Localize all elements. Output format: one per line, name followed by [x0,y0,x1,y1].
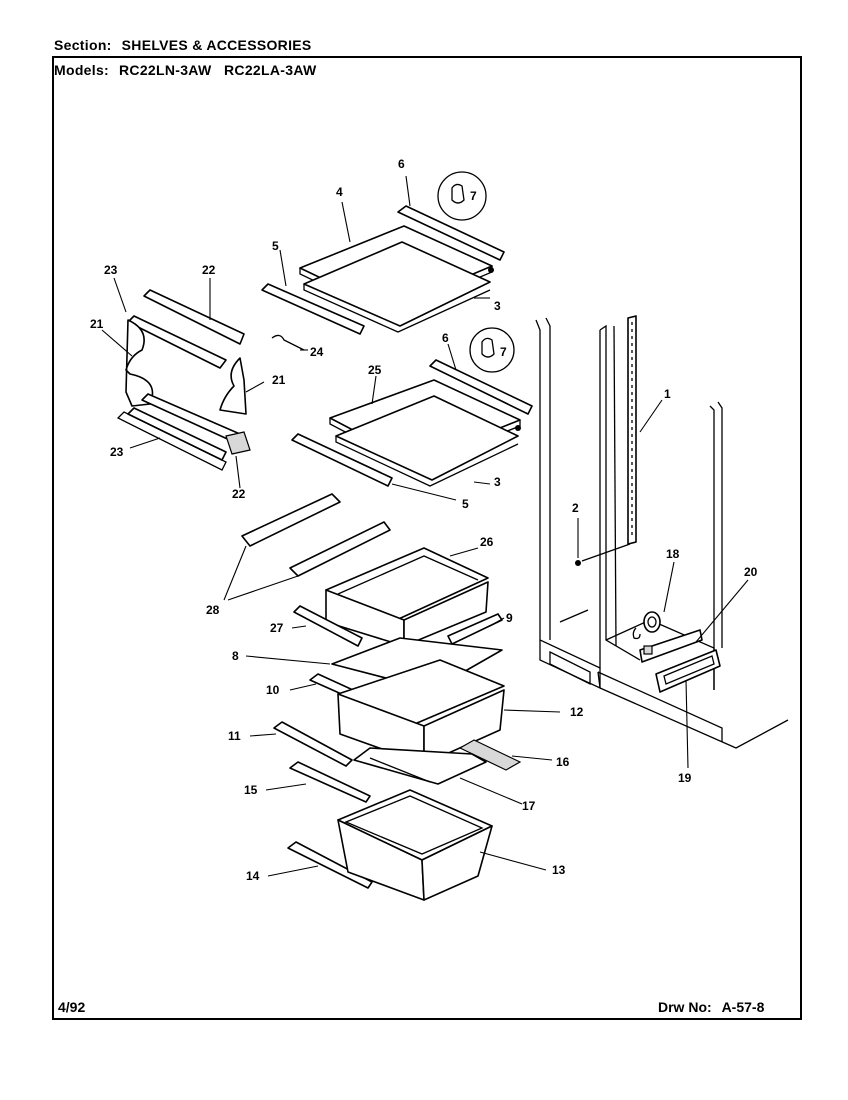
models-heading: Models: RC22LN-3AW RC22LA-3AW [54,62,316,78]
callout-23-top: 23 [104,263,118,277]
drawer-slides [353,739,522,785]
models-value: RC22LN-3AW RC22LA-3AW [119,62,317,78]
section-heading: Section: SHELVES & ACCESSORIES [54,37,312,53]
middle-shelf-front-trim [291,433,393,487]
callout-3-middle: 3 [494,475,501,489]
door-bin-assembly [116,289,251,471]
callout-9: 9 [506,611,513,625]
callout-20: 20 [744,565,758,579]
crisper-rail-left [293,605,363,647]
callout-12: 12 [570,705,584,719]
shelf-ladder-rail [627,315,637,545]
rail-11 [273,721,353,767]
control-knob [632,611,661,640]
callout-13: 13 [552,863,566,877]
callout-7-middle: 7 [500,345,507,359]
models-label: Models: [54,62,109,78]
callout-21-right: 21 [272,373,286,387]
top-shelf [299,225,494,333]
callout-16: 16 [556,755,570,769]
callout-4: 4 [336,185,343,199]
callout-22-bottom: 22 [232,487,246,501]
callout-27: 27 [270,621,284,635]
upper-crisper-drawer [325,547,489,647]
callout-6-middle: 6 [442,331,449,345]
lower-crisper-drawer [337,659,505,765]
callout-1: 1 [664,387,671,401]
callout-8: 8 [232,649,239,663]
drawing-number: A-57-8 [721,999,765,1015]
callout-23-bottom: 23 [110,445,124,459]
retainer-icon-top [437,171,487,221]
top-shelf-front-trim [261,283,365,335]
callout-14: 14 [246,869,260,883]
crisper-cover-rails [241,493,391,577]
callout-19: 19 [678,771,692,785]
callout-3-top: 3 [494,299,501,313]
callout-2: 2 [572,501,579,515]
callout-25: 25 [368,363,382,377]
callout-18: 18 [666,547,680,561]
control-housing [655,649,721,693]
rail-15 [289,761,371,803]
crisper-rail-right [447,613,503,645]
drawing-number-label: Drw No: [658,999,712,1015]
top-shelf-trim [397,205,505,261]
callout-26: 26 [480,535,494,549]
callout-7-top: 7 [470,189,477,203]
callout-6-top: 6 [398,157,405,171]
rail-14 [287,841,373,889]
callout-22-top: 22 [202,263,216,277]
section-value: SHELVES & ACCESSORIES [121,37,312,53]
drawing-frame [52,56,802,1020]
callout-5-top: 5 [272,239,279,253]
callout-17: 17 [522,799,536,813]
callout-24: 24 [310,345,324,359]
section-label: Section: [54,37,112,53]
drawing-number-block: Drw No: A-57-8 [658,999,764,1015]
leader-lines [101,175,749,877]
control-bracket [639,629,703,663]
callout-11: 11 [228,729,241,743]
callout-21-left: 21 [90,317,104,331]
callout-15: 15 [244,783,258,797]
middle-shelf-trim [429,359,533,415]
cabinet-outline [535,317,789,749]
middle-shelf [329,379,521,487]
drawing-date: 4/92 [58,999,86,1015]
retainer-icon-middle [469,327,515,373]
callout-28: 28 [206,603,220,617]
callout-labels: 6 4 7 5 3 23 22 21 21 24 6 7 25 1 23 3 2… [90,157,758,883]
clip [271,334,305,351]
screw [575,543,631,566]
callout-5-middle: 5 [462,497,469,511]
callout-10: 10 [266,683,280,697]
bottom-bin [337,789,493,901]
